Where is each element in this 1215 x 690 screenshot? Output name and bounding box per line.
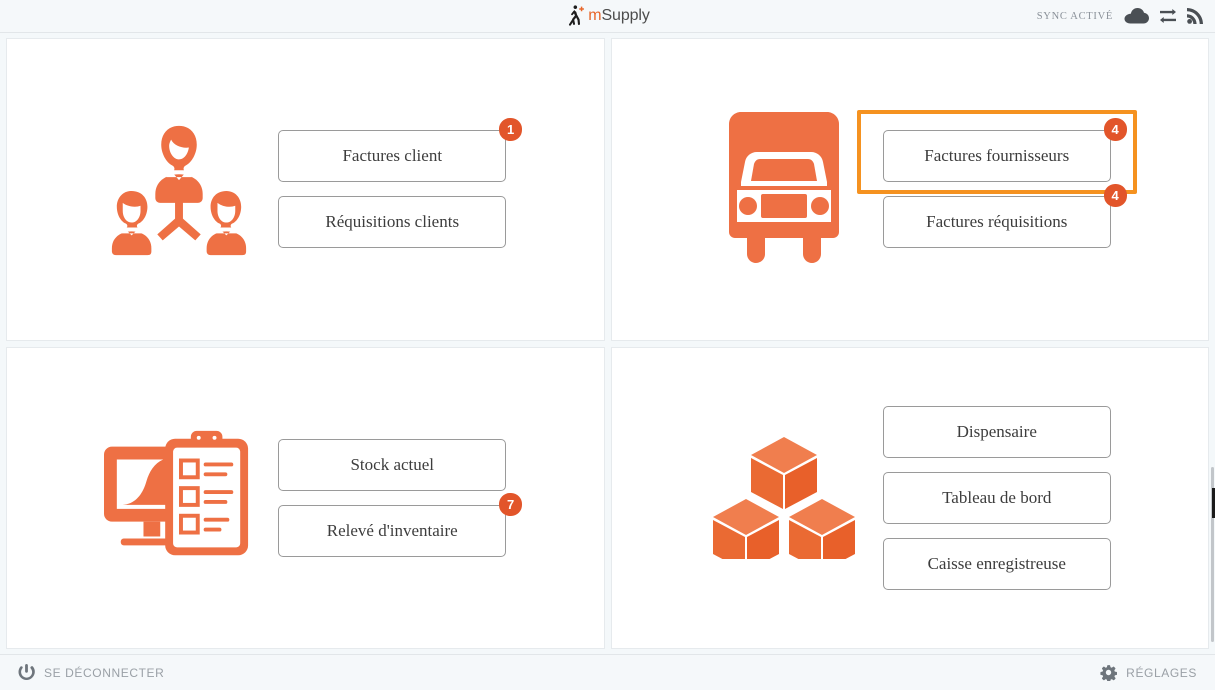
- current-stock-wrap: Stock actuel: [278, 438, 507, 491]
- dispensary-wrap: Dispensaire: [882, 405, 1111, 458]
- stocktake-badge: 7: [499, 492, 523, 516]
- running-person-icon: [565, 5, 585, 27]
- app-logo: mSupply: [565, 5, 650, 27]
- app-header: mSupply SYNC ACTIVÉ: [0, 0, 1215, 33]
- requisition-invoices-badge: 4: [1103, 184, 1127, 208]
- customers-group-icon: [104, 119, 254, 259]
- scrollbar-thumb[interactable]: [1211, 467, 1214, 642]
- logo-text-m: m: [588, 7, 602, 24]
- header-status-area: SYNC ACTIVÉ: [1037, 8, 1203, 24]
- logout-label: SE DÉCONNECTER: [44, 665, 165, 680]
- monitor-clipboard-icon: [104, 430, 254, 565]
- modules-button-column: Dispensaire Tableau de bord Caisse enreg…: [882, 405, 1111, 590]
- power-icon: [18, 664, 35, 681]
- cash-register-button[interactable]: Caisse enregistreuse: [882, 537, 1111, 590]
- cloud-icon[interactable]: [1124, 8, 1149, 24]
- panel-suppliers: Factures fournisseurs 4 Factures réquisi…: [610, 38, 1209, 341]
- customer-requisitions-wrap: Réquisitions clients: [278, 196, 507, 249]
- app-logo-text: mSupply: [588, 8, 650, 24]
- settings-label: RÉGLAGES: [1126, 665, 1197, 680]
- current-stock-button[interactable]: Stock actuel: [278, 438, 507, 491]
- gear-icon: [1100, 664, 1118, 681]
- vertical-scrollbar[interactable]: [1211, 33, 1215, 654]
- stacked-boxes-icon: [709, 436, 859, 559]
- dashboard-wrap: Tableau de bord: [882, 471, 1111, 524]
- supplier-invoices-wrap: Factures fournisseurs 4: [856, 110, 1137, 195]
- scrollbar-position-marker: [1212, 488, 1215, 518]
- panel-stock: Stock actuel Relevé d'inventaire 7: [6, 346, 605, 649]
- customer-invoices-wrap: Factures client 1: [278, 118, 523, 183]
- supplier-invoices-button[interactable]: Factures fournisseurs: [882, 130, 1111, 183]
- stocktake-wrap: Relevé d'inventaire 7: [278, 492, 523, 557]
- dispensary-button[interactable]: Dispensaire: [882, 405, 1111, 458]
- logo-text-rest: Supply: [601, 7, 650, 24]
- customer-invoices-badge: 1: [499, 118, 523, 142]
- logout-button[interactable]: SE DÉCONNECTER: [18, 664, 164, 681]
- settings-button[interactable]: RÉGLAGES: [1100, 664, 1197, 681]
- supplier-invoices-badge: 4: [1103, 118, 1127, 142]
- sync-status-label: SYNC ACTIVÉ: [1036, 10, 1113, 22]
- customer-requisitions-button[interactable]: Réquisitions clients: [278, 196, 507, 249]
- requisition-invoices-button[interactable]: Factures réquisitions: [882, 196, 1111, 249]
- dashboard-button[interactable]: Tableau de bord: [882, 471, 1111, 524]
- customer-invoices-button[interactable]: Factures client: [278, 130, 507, 183]
- signal-rss-icon[interactable]: [1187, 8, 1203, 24]
- app-footer: SE DÉCONNECTER RÉGLAGES: [0, 654, 1215, 690]
- customers-button-column: Factures client 1 Réquisitions clients: [278, 118, 523, 249]
- sync-arrows-icon[interactable]: [1160, 9, 1176, 23]
- cash-register-wrap: Caisse enregistreuse: [882, 537, 1111, 590]
- delivery-truck-icon: [709, 111, 859, 267]
- suppliers-button-column: Factures fournisseurs 4 Factures réquisi…: [856, 110, 1137, 249]
- panel-modules: Dispensaire Tableau de bord Caisse enreg…: [610, 346, 1209, 649]
- requisition-invoices-wrap: Factures réquisitions 4: [882, 184, 1127, 249]
- stock-button-column: Stock actuel Relevé d'inventaire 7: [278, 438, 523, 557]
- dashboard-grid: Factures client 1 Réquisitions clients: [0, 33, 1215, 654]
- panel-customers: Factures client 1 Réquisitions clients: [6, 38, 605, 341]
- stocktake-button[interactable]: Relevé d'inventaire: [278, 504, 507, 557]
